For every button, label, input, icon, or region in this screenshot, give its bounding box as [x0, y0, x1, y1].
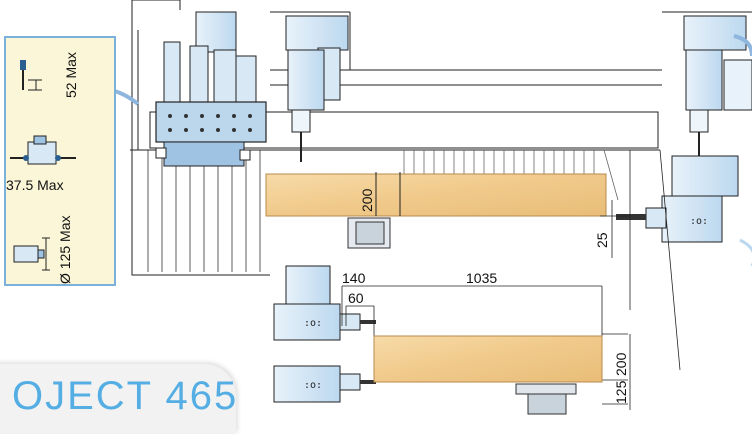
saw-unit-icon [10, 135, 76, 165]
machine-diagram: :o: :o: :o: [84, 0, 752, 415]
dimension-60: 60 [348, 290, 364, 306]
svg-text::o:: :o: [304, 318, 322, 329]
dimension-25: 25 [594, 232, 610, 248]
router-spindle-center [285, 15, 349, 162]
lower-dimension-lines [341, 285, 631, 410]
svg-text::o:: :o: [304, 380, 322, 391]
upper-workpiece [265, 172, 607, 249]
router-cutter-icon [13, 237, 50, 271]
edge-unit-upper: :o: [273, 265, 376, 341]
left-guide-lines [147, 150, 261, 272]
dimension-140: 140 [342, 270, 366, 286]
drill-bit-icon [20, 60, 42, 91]
aggregate-head-right: :o: [616, 155, 739, 243]
boring-head [155, 11, 267, 167]
tool-label-52-max: 52 Max [63, 52, 79, 98]
tool-dimension-panel: 52 Max 37.5 Max Ø 125 Max [4, 36, 116, 286]
lower-workpiece [373, 335, 603, 415]
project-tag-text: OJECT 465 [12, 374, 239, 418]
dimension-1035: 1035 [466, 270, 498, 286]
dimension-125: 125 [613, 380, 629, 404]
tool-icons [10, 60, 76, 271]
svg-text::o:: :o: [690, 216, 708, 227]
gantry-frame [130, 0, 752, 276]
tool-label-37-5-max: 37.5 Max [6, 177, 64, 193]
edge-unit-lower: :o: [273, 365, 376, 403]
dimension-lower-200: 200 [613, 352, 629, 376]
right-dimension-lines [600, 149, 752, 371]
router-spindle-right [683, 15, 752, 160]
project-tag: OJECT 465 [0, 364, 236, 434]
tool-label-125-max: Ø 125 Max [57, 215, 73, 284]
dimension-upper-200: 200 [359, 188, 375, 212]
